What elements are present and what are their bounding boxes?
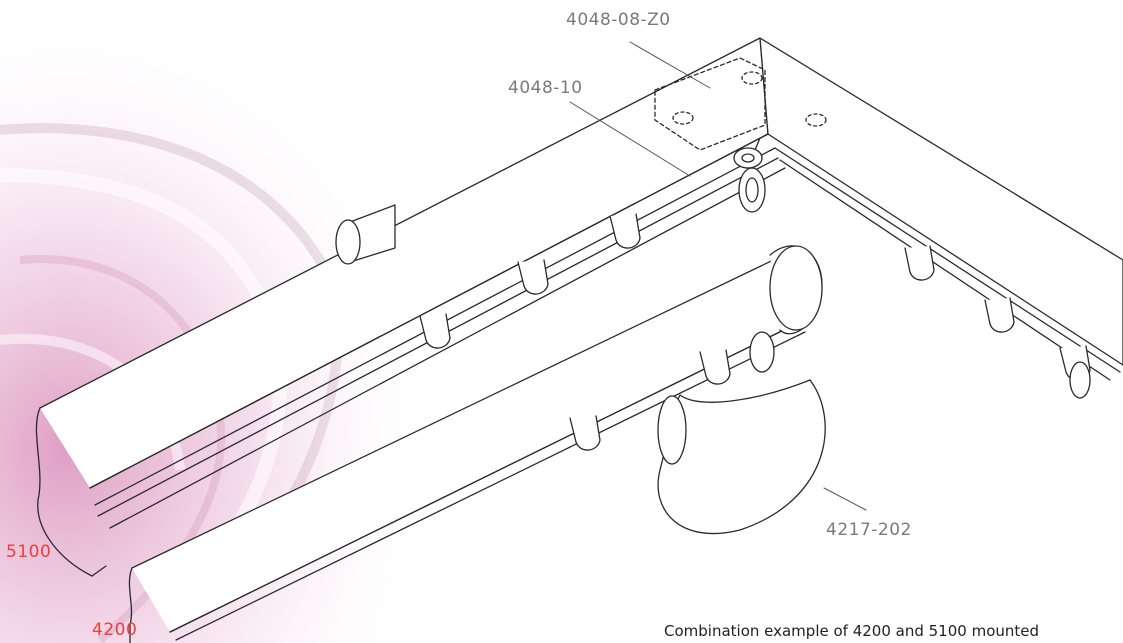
label-part-corner: 4048-08-Z0 <box>566 10 671 30</box>
runner-hooks-lower <box>569 331 775 451</box>
label-part-bracket: 4217-202 <box>826 520 912 540</box>
support-pin <box>335 204 396 265</box>
diagram-caption: Combination example of 4200 and 5100 mou… <box>664 622 1040 640</box>
wall-bracket <box>657 379 826 535</box>
label-rail-lower: 4200 <box>92 620 138 640</box>
leader-lines <box>569 41 867 511</box>
eye-hook <box>733 147 766 213</box>
label-rail-upper: 5100 <box>6 542 52 562</box>
lower-rail <box>128 245 823 643</box>
runner-hooks-upper <box>419 213 1091 399</box>
corner-block <box>654 37 1123 381</box>
label-part-track: 4048-10 <box>508 78 583 98</box>
